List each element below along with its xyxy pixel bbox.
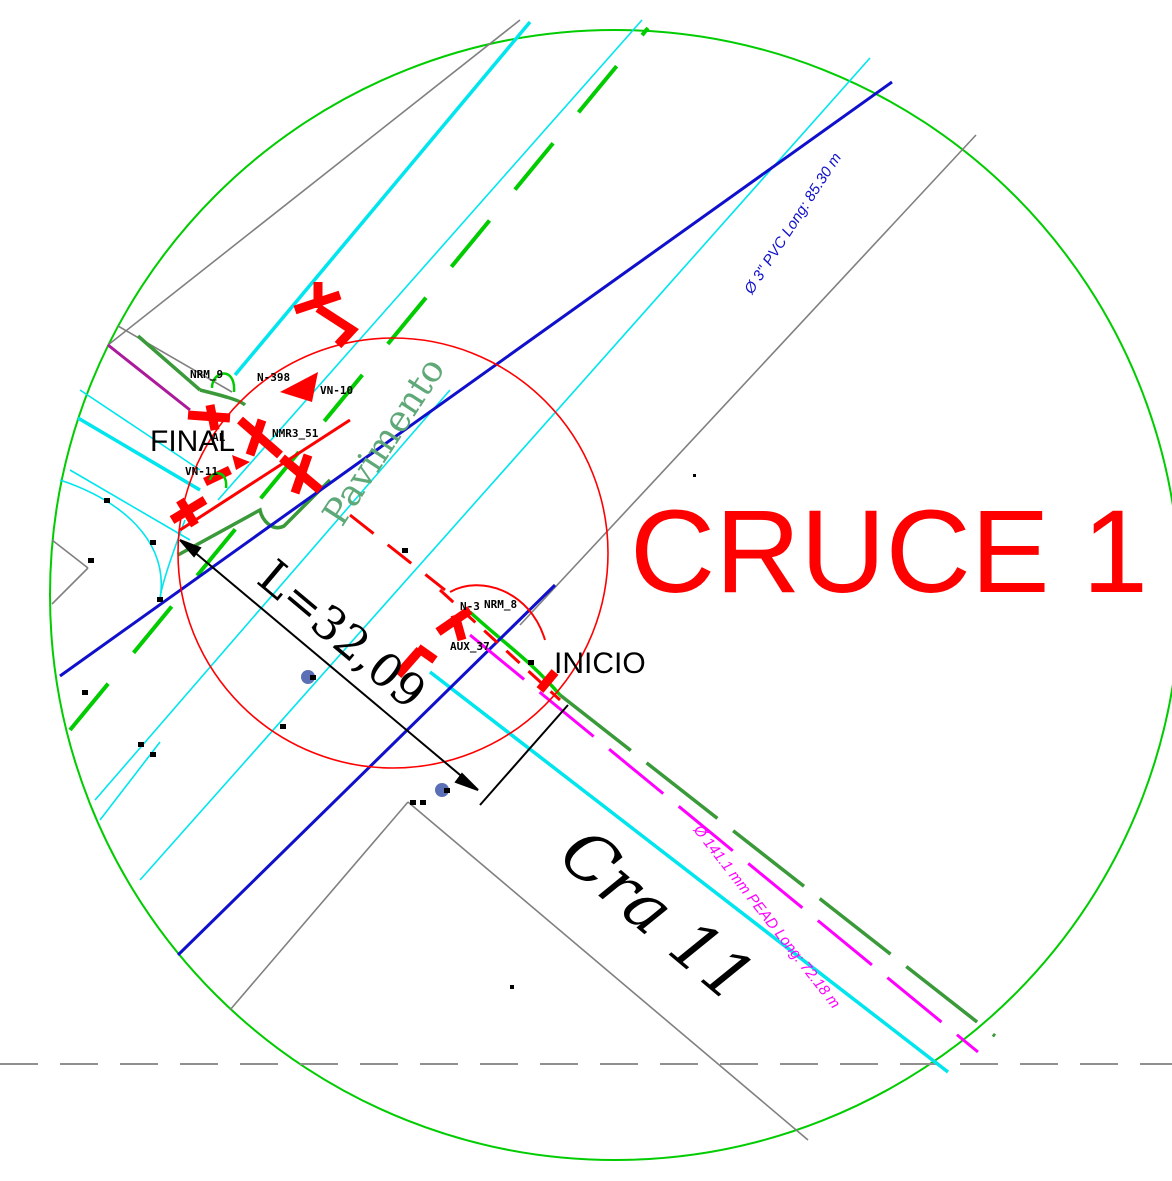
road-edge-bold-lines [77,20,950,1074]
inicio-label: INICIO [554,647,646,680]
cruce-title: CRUCE 1 [630,486,1148,618]
final-label: FINAL [150,425,235,458]
pvc-pipe-label: Ø 3" PVC Long: 85.30 m [741,150,845,298]
node-label-nrm-9: NRM_9 [190,368,223,381]
pead-pipe-line-west [107,343,191,412]
node-label-n-3xx: N-3 [460,600,480,613]
node-label-aux-37: AUX_37 [450,640,490,653]
length-dimension [179,539,569,806]
node-label-nmr3-51: NMR3_51 [272,427,319,440]
node-label-vn-11: VN-11 [185,465,218,478]
node-label-vn-10: VN-10 [320,384,353,397]
fitting-bubbles [208,372,236,489]
pead-pipe-line [469,633,979,1054]
crossing-route [179,418,562,702]
node-label-final-tag: AL [212,431,226,444]
length-label: L=32,09 [248,549,437,719]
survey-markers [82,474,696,989]
center-dashed-line [68,26,650,732]
node-label-n-398: N-398 [257,371,290,384]
valve-symbols [232,372,318,470]
detail-boundary-circle [49,29,1172,1161]
road-edge-lines [59,19,871,881]
pvc-pipe-line [59,80,893,678]
node-label-nrm-8: NRM_8 [484,598,517,611]
pipe-fittings [169,282,559,693]
pvc-pipe-line-lower [176,583,557,957]
manholes [301,670,449,797]
property-lines [51,19,977,1141]
street-label: Cra 11 [546,813,769,1017]
pavement-label: Pavimento [315,351,453,533]
crossing-circle [177,337,609,769]
node-labels: NRM_9 N-398 VN-10 NMR3_51 AL VN-11 N-3 N… [185,368,517,653]
sidewalk-line [136,334,997,1038]
